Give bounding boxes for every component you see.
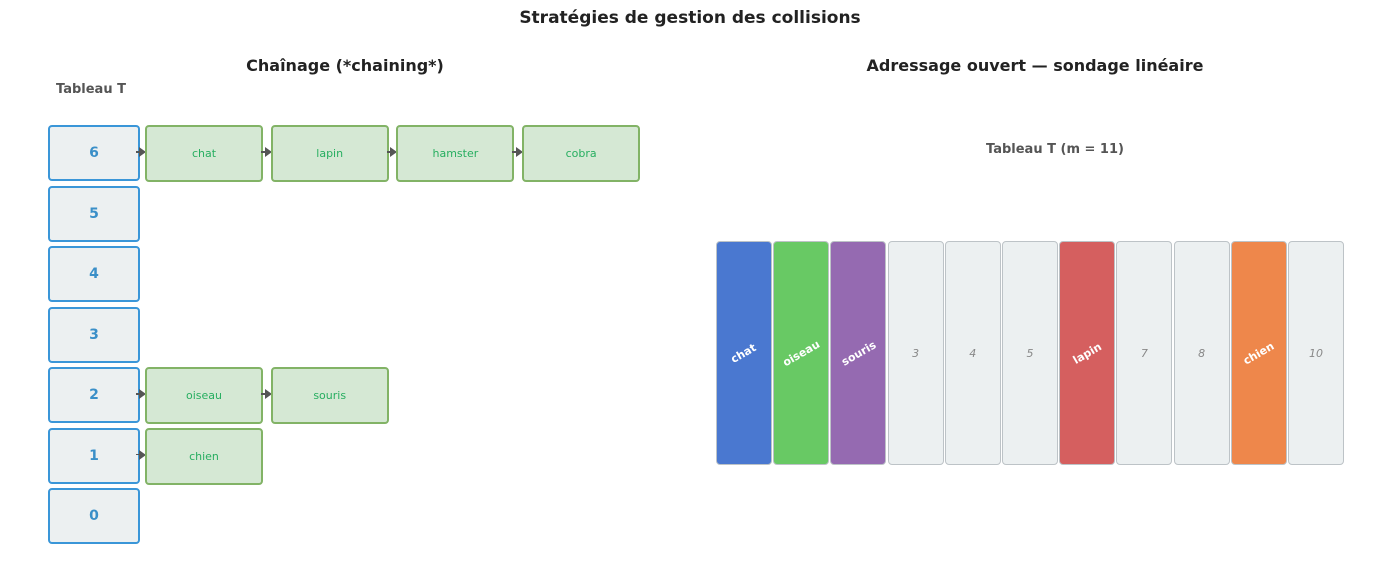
cell-key: lapin — [1070, 339, 1104, 367]
cell-key: chat — [729, 340, 759, 366]
table-cell: 8 — [1173, 241, 1230, 465]
bucket-slot: 2 — [48, 367, 140, 423]
table-cell: chat — [716, 241, 772, 465]
chain-arrow — [512, 147, 524, 157]
bucket-slot: 5 — [48, 185, 140, 242]
cell-index: 3 — [912, 346, 920, 360]
table-cell: 3 — [887, 241, 944, 465]
chain-arrow — [386, 147, 398, 157]
bucket-slot: 3 — [48, 306, 140, 363]
chain-node: souris — [270, 367, 389, 424]
cell-key: oiseau — [780, 337, 823, 369]
table-cell: 7 — [1116, 241, 1173, 465]
chain-node: chien — [145, 427, 263, 485]
open-addressing-title: Adressage ouvert — sondage linéaire — [866, 56, 1204, 75]
chain-node: hamster — [396, 125, 515, 182]
cell-index: 8 — [1198, 346, 1206, 360]
chain-arrow — [261, 389, 272, 399]
table-cell: oiseau — [773, 241, 830, 465]
main-title: Stratégies de gestion des collisions — [519, 8, 861, 28]
cell-key: chien — [1241, 339, 1277, 367]
table-cell: 4 — [944, 241, 1001, 465]
chain-node: cobra — [522, 125, 641, 182]
bucket-slot: 6 — [48, 125, 140, 181]
chain-arrow — [136, 449, 146, 460]
chaining-table-label: Tableau T — [56, 82, 126, 97]
chain-node: chat — [145, 125, 263, 182]
chaining-title: Chaînage (*chaining*) — [246, 56, 444, 75]
table-cell: 10 — [1288, 241, 1344, 465]
table-cell: souris — [830, 241, 887, 465]
bucket-slot: 4 — [48, 246, 140, 302]
bucket-slot: 1 — [48, 427, 140, 484]
cell-key: souris — [838, 337, 878, 369]
chain-arrow — [136, 389, 146, 399]
chain-node: lapin — [270, 125, 389, 182]
bucket-slot: 0 — [48, 488, 140, 544]
chain-arrow — [261, 147, 272, 157]
cell-index: 10 — [1309, 346, 1323, 360]
cell-index: 5 — [1026, 346, 1034, 360]
open-addressing-table-label: Tableau T (m = 11) — [986, 142, 1124, 157]
cell-index: 4 — [969, 346, 977, 360]
chain-arrow — [136, 147, 146, 157]
table-cell: lapin — [1059, 241, 1116, 465]
table-cell: chien — [1230, 241, 1287, 465]
chain-node: oiseau — [145, 367, 263, 424]
table-cell: 5 — [1002, 241, 1058, 465]
cell-index: 7 — [1140, 346, 1148, 360]
